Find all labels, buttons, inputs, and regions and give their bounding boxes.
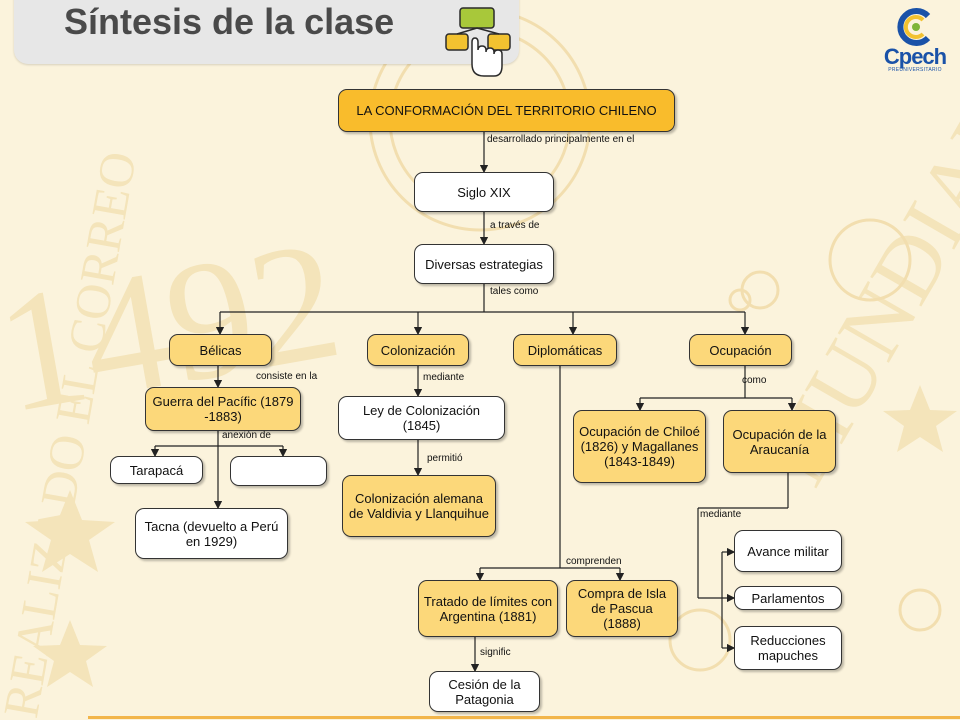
concept-ocupacion-text: Ocupación — [709, 342, 772, 358]
concept-araucania: Ocupación de la Araucanía — [723, 410, 836, 473]
concept-tratado-limites-text: Tratado de límites con Argentina (1881) — [423, 593, 553, 624]
concept-chiloe-magallanes-text: Ocupación de Chiloé (1826) y Magallanes … — [579, 424, 700, 469]
concept-araucania-text: Ocupación de la Araucanía — [732, 426, 827, 457]
concept-ocupacion: Ocupación — [689, 334, 792, 366]
concept-avance-militar-text: Avance militar — [747, 543, 829, 559]
concept-estrategias-text: Diversas estrategias — [425, 256, 543, 272]
label-desarrollado: desarrollado principalmente en el — [487, 134, 635, 145]
concept-colonizacion: Colonización — [367, 334, 469, 366]
label-permitio: permitió — [427, 453, 463, 464]
concept-guerra-pacifico-text: Guerra del Pacífic (1879 -1883) — [152, 394, 294, 424]
concept-tarapaca-text: Tarapacá — [129, 462, 184, 478]
concept-colonizacion-text: Colonización — [380, 342, 456, 358]
logo-subtext: PREUNIVERSITARIO — [888, 67, 942, 73]
concept-reducciones-text: Reducciones mapuches — [750, 633, 826, 663]
concept-belicas: Bélicas — [169, 334, 272, 366]
label-mediante-2: mediante — [700, 509, 742, 520]
concept-tratado-limites: Tratado de límites con Argentina (1881) — [418, 580, 558, 637]
concept-reducciones: Reducciones mapuches — [734, 626, 842, 670]
concept-colonizacion-alemana-text: Colonización alemana de Valdivia y Llanq… — [349, 491, 489, 521]
logo-text: Cpech — [883, 44, 947, 69]
label-signific: signific — [480, 647, 511, 658]
concept-diplomaticas: Diplomáticas — [513, 334, 617, 366]
bottom-accent-line — [88, 716, 960, 719]
concept-cesion-patagonia-text: Cesión de la Patagonia — [448, 676, 521, 707]
concept-root: LA CONFORMACIÓN DEL TERRITORIO CHILENO — [338, 89, 675, 132]
concept-blank — [230, 456, 327, 486]
concept-tacna-text: Tacna (devuelto a Perú en 1929) — [144, 518, 279, 549]
diagram-click-icon — [445, 7, 511, 77]
concept-diplomaticas-text: Diplomáticas — [527, 342, 603, 358]
concept-guerra-pacifico: Guerra del Pacífic (1879 -1883) — [145, 387, 301, 431]
concept-tacna: Tacna (devuelto a Perú en 1929) — [135, 508, 288, 559]
concept-ley-colonizacion-text: Ley de Colonización (1845) — [362, 403, 481, 433]
concept-belicas-text: Bélicas — [199, 342, 242, 358]
concept-siglo-xix: Siglo XIX — [414, 172, 554, 212]
label-tales-como: tales como — [490, 286, 539, 297]
concept-ley-colonizacion: Ley de Colonización (1845) — [338, 396, 505, 440]
title-bar: Síntesis de la clase — [14, 0, 519, 77]
concept-root-text: LA CONFORMACIÓN DEL TERRITORIO CHILENO — [356, 103, 657, 118]
label-como: como — [742, 375, 767, 386]
concept-chiloe-magallanes: Ocupación de Chiloé (1826) y Magallanes … — [573, 410, 706, 483]
concept-isla-pascua: Compra de Isla de Pascua (1888) — [566, 580, 678, 637]
concept-isla-pascua-text: Compra de Isla de Pascua (1888) — [577, 586, 667, 631]
label-a-traves: a través de — [490, 220, 540, 231]
concept-avance-militar: Avance militar — [734, 530, 842, 572]
slide-title: Síntesis de la clase — [64, 1, 395, 42]
label-mediante-1: mediante — [423, 372, 465, 383]
label-consiste: consiste en la — [256, 371, 318, 382]
logo-mark-icon — [897, 8, 931, 46]
cpech-logo: Cpech PREUNIVERSITARIO — [878, 4, 952, 73]
label-comprenden: comprenden — [566, 556, 622, 567]
concept-parlamentos-text: Parlamentos — [751, 590, 825, 606]
label-anexion: anexión de — [222, 430, 271, 441]
concept-colonizacion-alemana: Colonización alemana de Valdivia y Llanq… — [342, 475, 496, 537]
concept-estrategias: Diversas estrategias — [414, 244, 554, 284]
concept-siglo-xix-text: Siglo XIX — [457, 184, 511, 200]
concept-parlamentos: Parlamentos — [734, 586, 842, 610]
concept-tarapaca: Tarapacá — [110, 456, 203, 484]
concept-cesion-patagonia: Cesión de la Patagonia — [429, 671, 540, 712]
